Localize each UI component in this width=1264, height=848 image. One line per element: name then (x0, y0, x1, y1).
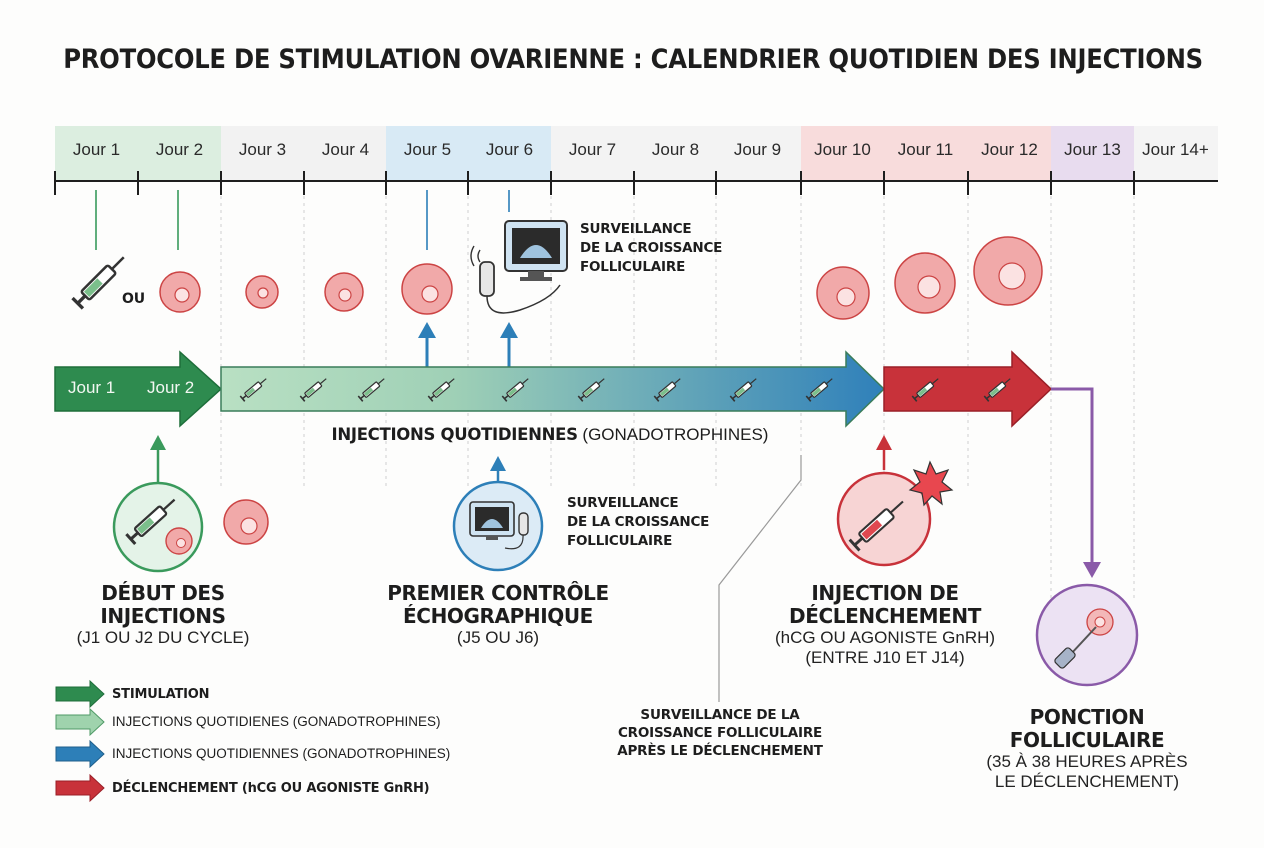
retrieval-connector (1051, 387, 1094, 565)
start-injections-icon (112, 481, 204, 573)
column-guides (220, 182, 1135, 600)
legend-arrows (55, 679, 105, 803)
day-label: Jour 8 (651, 140, 700, 159)
follicle-icon (401, 263, 453, 315)
syringe-icon (70, 250, 131, 311)
post-trigger-leader (718, 455, 802, 702)
day-label: Jour 3 (238, 140, 287, 159)
day-label: Jour 12 (981, 140, 1038, 159)
arrow-label-j2: Jour 2 (147, 378, 195, 397)
ultrasound-check-icon (452, 480, 544, 572)
day-label: Jour 9 (733, 140, 782, 159)
legend-item: STIMULATION (112, 687, 210, 702)
follicle-icon (894, 252, 956, 314)
follicle-icons-top (159, 236, 1043, 320)
follicle-icon (223, 499, 269, 545)
monitoring-label-mid: SURVEILLANCE DE LA CROISSANCE FOLLICULAI… (567, 495, 710, 549)
legend-item: DÉCLENCHEMENT (hCG OU AGONISTE GnRH) (112, 781, 430, 796)
day-label: Jour 6 (485, 140, 534, 159)
retrieval-block: PONCTION FOLLICULAIRE (35 À 38 HEURES AP… (986, 705, 1188, 792)
follicle-retrieval-icon (1035, 583, 1139, 687)
follicle-icon (245, 275, 279, 309)
day-label: Jour 11 (897, 140, 954, 159)
trigger-block: INJECTION DE DÉCLENCHEMENT (hCG OU AGONI… (774, 581, 996, 668)
day-label: Jour 14+ (1142, 140, 1209, 159)
daily-injections-caption: INJECTIONS QUOTIDIENNES (GONADOTROPHINES… (331, 425, 769, 444)
legend-item: INJECTIONS QUOTIDIENNES (GONADOTROPHINES… (112, 746, 451, 761)
gonadotrophin-arrow (220, 350, 886, 428)
trigger-arrow (883, 350, 1053, 428)
day-label: Jour 7 (568, 140, 617, 159)
day-label: Jour 2 (155, 140, 204, 159)
timeline-axis (54, 171, 1218, 195)
or-label: OU (122, 291, 145, 307)
follicle-icon (159, 271, 201, 313)
arrow-label-j1: Jour 1 (68, 378, 116, 397)
ultrasound-monitor-icon (470, 220, 568, 314)
post-trigger-label: SURVEILLANCE DE LA CROISSANCE FOLLICULAI… (617, 707, 823, 760)
monitoring-label-top: SURVEILLANCE DE LA CROISSANCE FOLLICULAI… (580, 221, 723, 275)
start-injections-block: DÉBUT DES INJECTIONS (J1 OU J2 DU CYCLE) (76, 581, 250, 648)
follicle-icon (973, 236, 1043, 306)
page-title: PROTOCOLE DE STIMULATION OVARIENNE : CAL… (63, 44, 1203, 75)
first-control-block: PREMIER CONTRÔLE ÉCHOGRAPHIQUE (J5 OU J6… (387, 581, 609, 648)
day-label: Jour 5 (403, 140, 452, 159)
follicle-icon (324, 272, 364, 312)
day-bands (55, 126, 1218, 181)
stimulation-arrow (54, 350, 223, 428)
trigger-injection-icon (836, 460, 954, 567)
day-label: Jour 4 (321, 140, 370, 159)
day-label: Jour 10 (814, 140, 871, 159)
follicle-icon (816, 266, 870, 320)
day-label: Jour 13 (1064, 140, 1121, 159)
legend-item: INJECTIONS QUOTIDIENES (GONADOTROPHINES) (112, 714, 441, 729)
day-label: Jour 1 (72, 140, 121, 159)
